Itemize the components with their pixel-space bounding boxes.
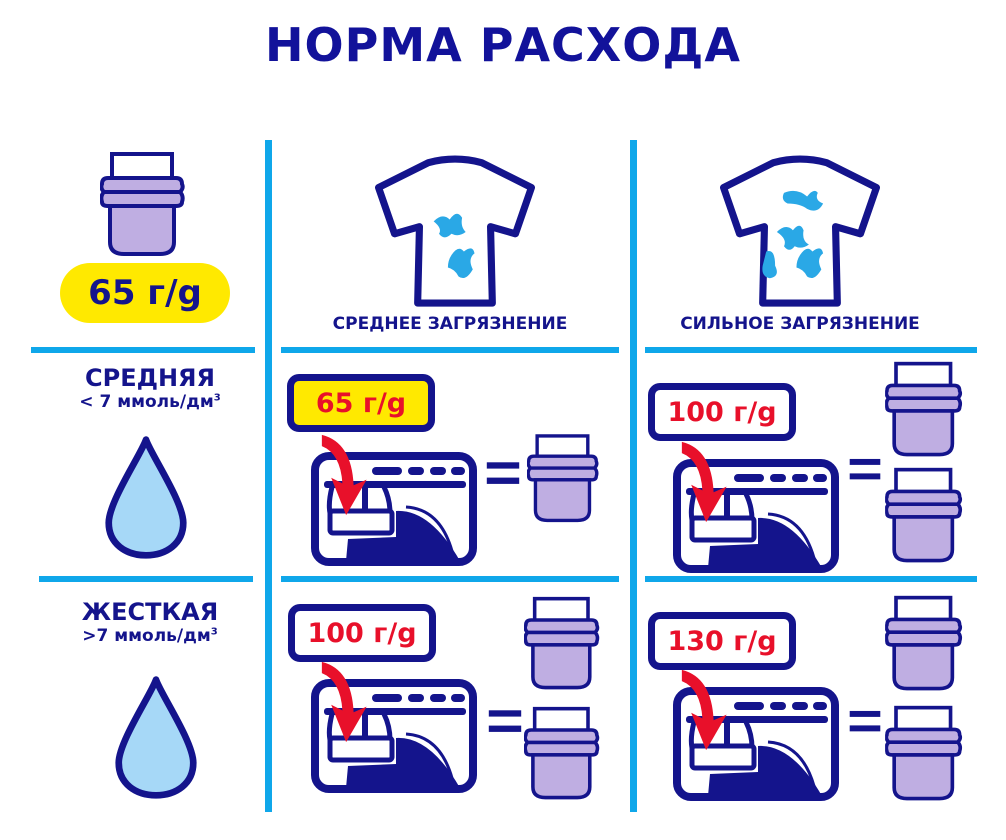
water-drop-icon [103,432,189,562]
measuring-cap-icon [524,704,604,804]
grid-divider-row1-col1 [281,347,619,353]
row-hardness-value: < 7 ммоль/дм3 [79,392,221,412]
row-hardness-value: >7 ммоль/дм3 [82,626,218,646]
equals-icon [848,708,882,736]
grid-divider-vertical-1 [265,140,272,812]
reference-dose-badge: 65 г/g [60,263,230,323]
column-header-heavy-soil: СИЛЬНОЕ ЗАГРЯЗНЕНИЕ [680,314,920,334]
arrow-down-icon [680,440,736,524]
equals-icon [848,456,882,484]
grid-divider-row2-col0 [39,576,253,582]
dose-label-hard-heavy: 130 г/g [648,612,796,670]
dose-label-medium-medium: 65 г/g [287,374,435,432]
measuring-cap-icon [884,704,968,804]
dose-label-hard-medium: 100 г/g [288,604,436,662]
equals-icon [487,708,523,736]
grid-divider-row2-col1 [281,576,619,582]
measuring-cap-icon [527,431,603,527]
grid-divider-vertical-2 [630,140,637,812]
measuring-cap-icon [884,594,968,694]
measuring-cap-icon [884,466,968,566]
dose-label-medium-heavy: 100 г/g [648,383,796,441]
arrow-down-icon [320,660,376,744]
water-drop-icon [113,672,199,802]
row-header-medium-hardness: СРЕДНЯЯ < 7 ммоль/дм3 [40,364,260,412]
measuring-cap-icon [100,150,190,260]
equals-icon [485,460,521,488]
grid-divider-row1-col2 [645,347,977,353]
page-title: НОРМА РАСХОДА [265,18,741,72]
row-name: СРЕДНЯЯ [84,364,216,392]
tshirt-heavy-stains-icon [700,152,900,312]
grid-divider-row1-col0 [31,347,255,353]
tshirt-medium-stains-icon [355,152,555,312]
arrow-down-icon [680,668,736,752]
row-name: ЖЕСТКАЯ [81,598,219,626]
grid-divider-row2-col2 [645,576,977,582]
arrow-down-icon [320,433,376,517]
row-header-hard-hardness: ЖЕСТКАЯ >7 ммоль/дм3 [40,598,260,646]
column-header-medium-soil: СРЕДНЕЕ ЗАГРЯЗНЕНИЕ [332,314,568,334]
measuring-cap-icon [524,594,604,694]
measuring-cap-icon [884,360,968,460]
